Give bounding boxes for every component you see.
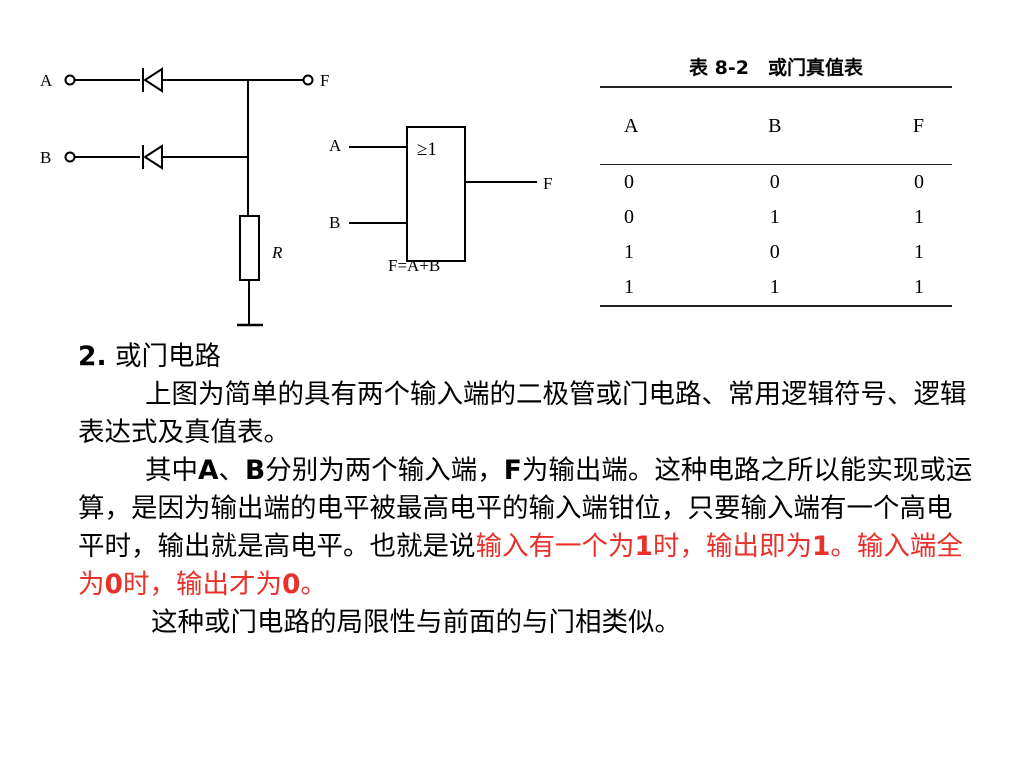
gate-output-label: F <box>543 174 552 193</box>
text-run: 其中 <box>145 455 198 486</box>
or-gate-diagram: A B F R A B F ≥1 F=A+B <box>40 67 552 327</box>
text-run: 0 <box>281 569 301 600</box>
text-run: 。 <box>300 569 327 600</box>
input-a-label: A <box>40 71 53 90</box>
table-cell: 0 <box>769 241 780 263</box>
text-run: 输入有一个为 <box>475 531 635 562</box>
header-f: F <box>803 87 952 165</box>
table-cell: 0 <box>624 171 634 193</box>
table-row: 0 1 1 <box>600 200 952 235</box>
section-title: 2. 或门电路 <box>78 338 978 376</box>
paragraph-1: 上图为简单的具有两个输入端的二极管或门电路、常用逻辑符号、逻辑表达式及真值表。 <box>78 379 967 448</box>
text-run: 时，输出才为 <box>122 569 282 600</box>
table-cell: 1 <box>914 241 924 263</box>
gate-symbol-label: ≥1 <box>417 139 437 160</box>
highlighted-conclusion: 输入有一个为1时，输出即为1。输入端全为0时，输出才为0。 <box>78 531 963 600</box>
table-cell: 1 <box>624 276 634 298</box>
section-body: 2. 或门电路 上图为简单的具有两个输入端的二极管或门电路、常用逻辑符号、逻辑表… <box>78 338 978 642</box>
table-row: 1 0 1 <box>600 235 952 270</box>
or-gate-symbol <box>406 126 466 262</box>
text-run: 0 <box>104 569 123 600</box>
section-number: 2. <box>78 341 107 372</box>
text-run: 1 <box>811 531 831 562</box>
table-row: 0 0 0 <box>600 165 952 201</box>
table-cell: 0 <box>914 171 924 193</box>
resistor-label: R <box>271 243 283 262</box>
table-cell: 1 <box>769 206 780 228</box>
header-a: A <box>600 87 747 165</box>
text-run: 时，输出即为 <box>652 531 812 562</box>
table-cell: 1 <box>914 206 924 228</box>
text-run-f: F <box>503 455 522 486</box>
text-run: 。输入端全为 <box>78 531 963 600</box>
terminal-b <box>64 151 76 163</box>
text-run: 1 <box>634 531 653 562</box>
table-cell: 1 <box>624 241 634 263</box>
truth-table-caption: 表 8-2 或门真值表 <box>689 57 863 79</box>
table-cell: 1 <box>769 276 780 298</box>
table-cell: 0 <box>624 206 634 228</box>
table-row: 1 1 1 <box>600 270 952 306</box>
diode-b <box>142 144 163 170</box>
table-cell: 0 <box>769 171 780 193</box>
gate-input-a-label: A <box>329 136 342 155</box>
input-b-label: B <box>40 148 51 167</box>
resistor-r <box>239 215 260 281</box>
paragraph-2: 其中A、B分别为两个输入端，F为输出端。这种电路之所以能实现或运算，是因为输出端… <box>78 452 978 604</box>
terminal-f <box>302 74 314 86</box>
gate-input-b-label: B <box>329 213 340 232</box>
text-run: 为输出端。这种电路之所以能实现或运算，是因为输出端的电平被最高电平的输入端钳位，… <box>78 455 973 562</box>
expression-label: F=A+B <box>388 256 440 275</box>
header-b: B <box>746 87 804 165</box>
diode-a <box>142 67 163 93</box>
text-run-a: A <box>198 455 219 486</box>
section-title-text: 或门电路 <box>106 341 221 372</box>
text-run: 、 <box>218 455 246 486</box>
output-f-label: F <box>320 71 329 90</box>
truth-table: 表 8-2 或门真值表 A B F 0 0 0 0 1 1 <box>600 50 952 307</box>
table-cell: 1 <box>914 276 924 298</box>
text-run-b: B <box>245 455 266 486</box>
paragraph-3: 这种或门电路的局限性与前面的与门相类似。 <box>151 607 681 638</box>
text-run: 分别为两个输入端， <box>265 455 504 486</box>
truth-table-grid: A B F 0 0 0 0 1 1 1 0 <box>600 86 952 307</box>
table-header-row: A B F <box>600 87 952 165</box>
terminal-a <box>64 74 76 86</box>
